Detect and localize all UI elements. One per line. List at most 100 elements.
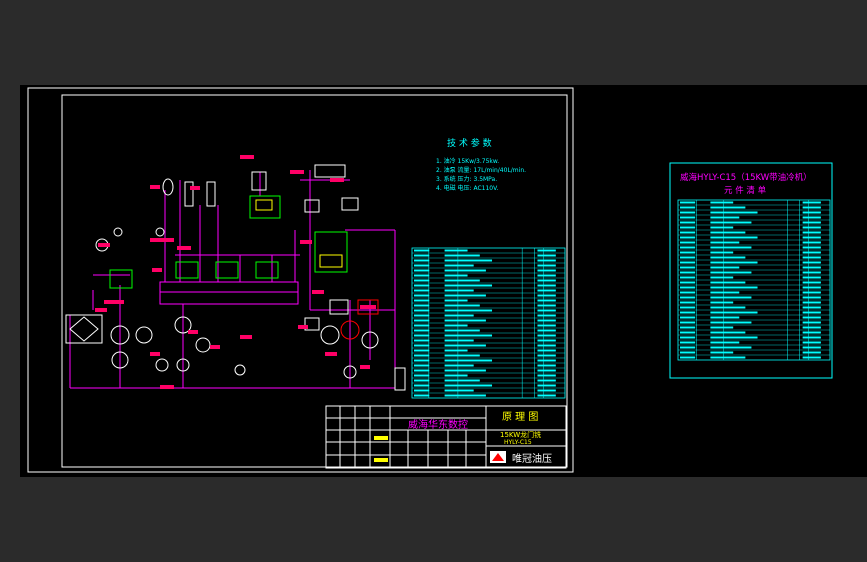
drawing-subtitle: 15KW龙门铣 — [500, 430, 541, 439]
sheet-parts-cell-text — [444, 359, 493, 362]
panel-parts-cell-text — [680, 261, 696, 264]
panel-parts-cell-text — [802, 206, 821, 209]
sheet-parts-cell-text — [414, 314, 430, 317]
sheet-parts-cell-text — [414, 349, 430, 352]
panel-parts-cell-text — [680, 301, 696, 304]
tech-param-line: 4. 电磁 电压: AC110V. — [436, 184, 498, 192]
panel-parts-cell-text — [680, 221, 696, 224]
sheet-parts-cell-text — [537, 369, 556, 372]
sheet-parts-cell-text — [537, 299, 556, 302]
panel-parts-cell-text — [680, 291, 696, 294]
sheet-parts-cell-text — [414, 394, 430, 397]
sheet-parts-cell-text — [537, 284, 556, 287]
sheet-parts-cell-text — [444, 254, 480, 257]
sheet-parts-cell-text — [537, 374, 556, 377]
sheet-parts-cell-text — [414, 299, 430, 302]
panel-parts-cell-text — [680, 251, 696, 254]
panel-parts-cell-text — [680, 241, 696, 244]
sheet-parts-cell-text — [444, 349, 468, 352]
panel-parts-cell-text — [680, 206, 696, 209]
panel-parts-cell-text — [710, 341, 740, 344]
panel-parts-cell-text — [710, 261, 758, 264]
panel-parts-cell-text — [680, 346, 696, 349]
sheet-parts-cell-text — [537, 274, 556, 277]
sheet-parts-cell-text — [414, 364, 430, 367]
panel-parts-cell-text — [802, 251, 821, 254]
panel-parts-cell-text — [802, 216, 821, 219]
sheet-parts-cell-text — [537, 354, 556, 357]
sheet-parts-cell-text — [414, 289, 430, 292]
sheet-parts-cell-text — [414, 254, 430, 257]
panel-parts-cell-text — [802, 276, 821, 279]
panel-parts-cell-text — [680, 331, 696, 334]
panel-parts-cell-text — [710, 226, 734, 229]
sheet-parts-cell-text — [537, 394, 556, 397]
panel-parts-cell-text — [710, 251, 734, 254]
panel-parts-cell-text — [680, 316, 696, 319]
panel-parts-cell-text — [802, 296, 821, 299]
panel-parts-cell-text — [680, 306, 696, 309]
sheet-parts-cell-text — [537, 319, 556, 322]
panel-parts-cell-text — [710, 326, 734, 329]
sheet-parts-cell-text — [537, 344, 556, 347]
sheet-parts-cell-text — [537, 294, 556, 297]
panel-parts-cell-text — [680, 276, 696, 279]
drawing-model: HYLY-C15 — [504, 439, 532, 446]
sheet-parts-cell-text — [537, 279, 556, 282]
sheet-parts-cell-text — [414, 339, 430, 342]
panel-parts-cell-text — [802, 271, 821, 274]
panel-parts-cell-text — [802, 256, 821, 259]
panel-parts-cell-text — [802, 321, 821, 324]
panel-parts-cell-text — [680, 296, 696, 299]
sheet-parts-cell-text — [444, 279, 480, 282]
sheet-parts-cell-text — [414, 259, 430, 262]
sheet-parts-cell-text — [444, 259, 493, 262]
sheet-parts-cell-text — [414, 304, 430, 307]
sheet-parts-cell-text — [414, 334, 430, 337]
panel-parts-cell-text — [802, 351, 821, 354]
sheet-parts-cell-text — [537, 364, 556, 367]
sheet-parts-cell-text — [444, 314, 474, 317]
panel-parts-cell-text — [802, 286, 821, 289]
tech-params-heading: 技 术 参 数 — [447, 137, 492, 149]
panel-parts-cell-text — [680, 341, 696, 344]
panel-parts-cell-text — [710, 256, 746, 259]
panel-parts-cell-text — [802, 331, 821, 334]
panel-parts-cell-text — [680, 226, 696, 229]
sheet-parts-cell-text — [537, 264, 556, 267]
sheet-parts-cell-text — [537, 289, 556, 292]
panel-parts-cell-text — [802, 341, 821, 344]
panel-parts-cell-text — [802, 246, 821, 249]
sheet-parts-cell-text — [537, 334, 556, 337]
sheet-parts-cell-text — [537, 304, 556, 307]
panel-parts-cell-text — [802, 306, 821, 309]
panel-parts-cell-text — [680, 286, 696, 289]
sheet-parts-cell-text — [537, 389, 556, 392]
sheet-parts-table — [411, 247, 566, 399]
panel-parts-cell-text — [802, 201, 821, 204]
sheet-parts-cell-text — [414, 369, 430, 372]
panel-parts-cell-text — [802, 356, 821, 359]
sheet-parts-cell-text — [414, 324, 430, 327]
panel-parts-cell-text — [710, 221, 752, 224]
sheet-parts-cell-text — [537, 254, 556, 257]
panel-parts-cell-text — [802, 301, 821, 304]
sheet-parts-cell-text — [444, 334, 493, 337]
sheet-parts-cell-text — [414, 379, 430, 382]
sheet-parts-cell-text — [537, 349, 556, 352]
panel-parts-cell-text — [680, 211, 696, 214]
panel-parts-cell-text — [802, 291, 821, 294]
panel-parts-cell-text — [680, 271, 696, 274]
sheet-parts-cell-text — [414, 249, 430, 252]
panel-parts-cell-text — [710, 276, 734, 279]
sheet-parts-cell-text — [444, 284, 493, 287]
schematic-labels — [95, 155, 376, 389]
panel-parts-cell-text — [710, 291, 740, 294]
sheet-parts-cell-text — [444, 329, 480, 332]
title-block: 威海华东数控 原 理 图 15KW龙门铣 HYLY-C15 唯冠油压 — [325, 405, 567, 469]
panel-parts-cell-text — [710, 316, 740, 319]
hydraulic-schematic — [69, 170, 396, 389]
sheet-parts-cell-text — [537, 249, 556, 252]
sheet-parts-cell-text — [414, 344, 430, 347]
panel-parts-cell-text — [680, 216, 696, 219]
